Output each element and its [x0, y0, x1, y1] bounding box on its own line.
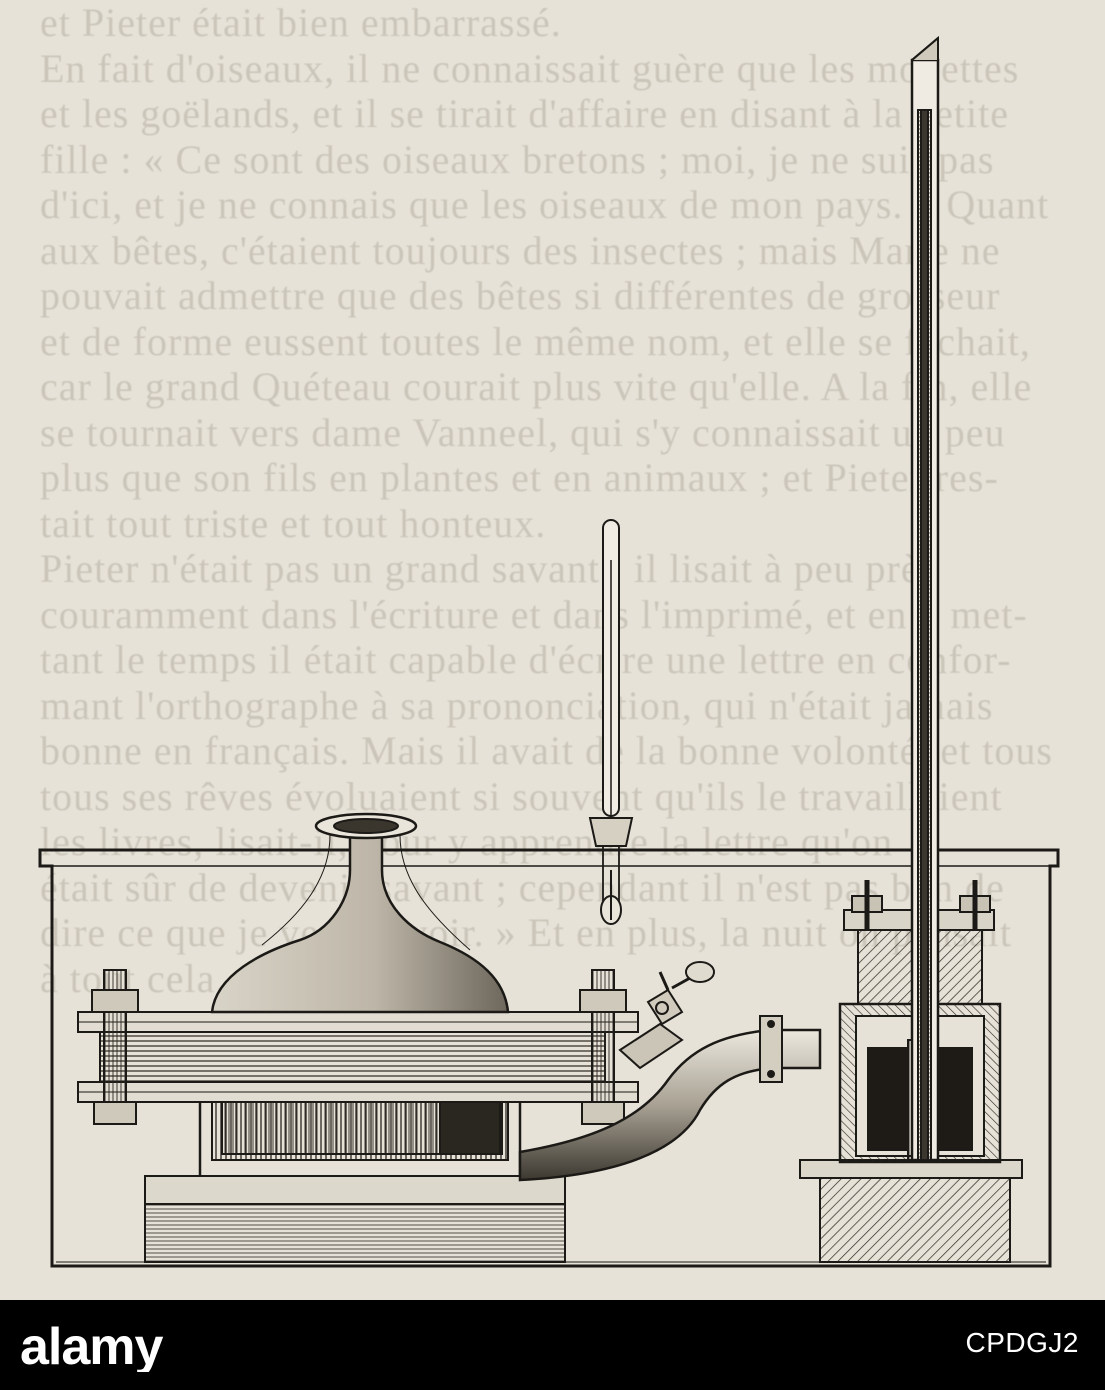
left-base-block [144, 1175, 566, 1263]
left-bolt [91, 969, 139, 1125]
alamy-logo: alamy [20, 1320, 165, 1372]
clamp-plates [77, 1011, 639, 1103]
thermometer [588, 519, 634, 925]
stock-image-id: CPDGJ2 [965, 1327, 1079, 1358]
stock-footer-bar [0, 1300, 1105, 1390]
bell-dome [210, 812, 510, 1014]
right-bolt [579, 969, 627, 1125]
stopcock-valve [618, 961, 715, 1070]
right-base-block [799, 1159, 1023, 1263]
connecting-pipe [518, 1015, 822, 1182]
manometer-tube [910, 35, 940, 1162]
apparatus-drawing [38, 35, 1060, 1268]
svg-text:alamy: alamy [20, 1320, 164, 1372]
